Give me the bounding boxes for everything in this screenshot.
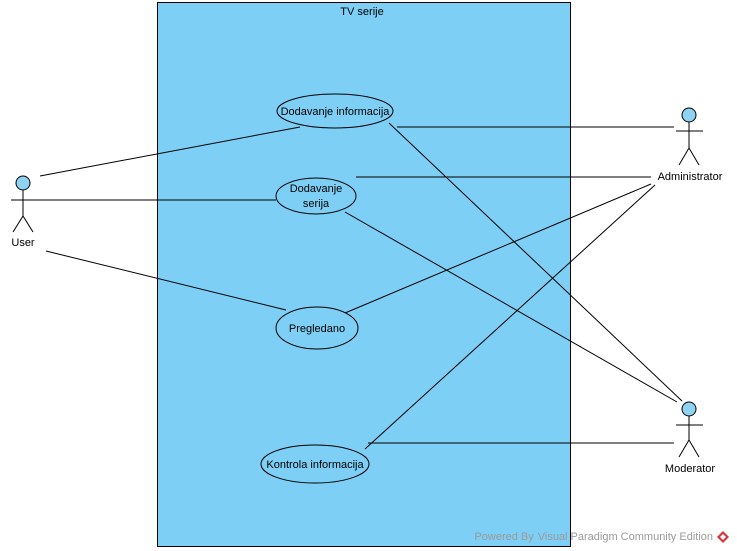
associations <box>22 122 683 450</box>
actor-label: Moderator <box>665 463 715 475</box>
watermark-powered-by: Powered By <box>474 531 534 543</box>
use-case-dodavanje-serija[interactable]: Dodavanje serija <box>275 177 357 215</box>
actor-label: Administrator <box>658 171 723 183</box>
use-case-kontrola-informacija[interactable]: Kontrola informacija <box>260 444 370 484</box>
assoc-admin-pregledano <box>344 183 652 314</box>
actor-head-icon <box>681 401 697 417</box>
system-title: TV serije <box>340 6 383 18</box>
assoc-admin-kontrola <box>364 184 656 450</box>
actor-head-icon <box>681 107 697 123</box>
watermark: Powered By Visual Paradigm Community Edi… <box>474 531 729 543</box>
actor-head-icon <box>15 175 31 191</box>
use-case-label: Pregledano <box>289 323 345 335</box>
assoc-mod-dodavanje-serija <box>344 211 678 403</box>
use-case-label-line1: Dodavanje <box>290 183 343 195</box>
watermark-product: Visual Paradigm Community Edition <box>537 531 713 543</box>
actor-administrator[interactable]: Administrator <box>658 107 723 183</box>
use-case-label: Kontrola informacija <box>266 459 364 471</box>
assoc-user-dodavanje-informacija <box>39 126 301 177</box>
use-case-label: Dodavanje informacija <box>281 106 391 118</box>
use-case-label-line2: serija <box>303 198 330 210</box>
visual-paradigm-logo-icon <box>717 531 729 543</box>
actor-moderator[interactable]: Moderator <box>665 401 715 475</box>
actor-label: User <box>11 237 35 249</box>
assoc-user-pregledano <box>45 250 287 311</box>
assoc-mod-dodavanje-informacija <box>388 122 683 402</box>
use-case-dodavanje-informacija[interactable]: Dodavanje informacija <box>276 93 394 129</box>
use-case-pregledano[interactable]: Pregledano <box>275 306 359 350</box>
actor-user[interactable]: User <box>11 175 36 249</box>
